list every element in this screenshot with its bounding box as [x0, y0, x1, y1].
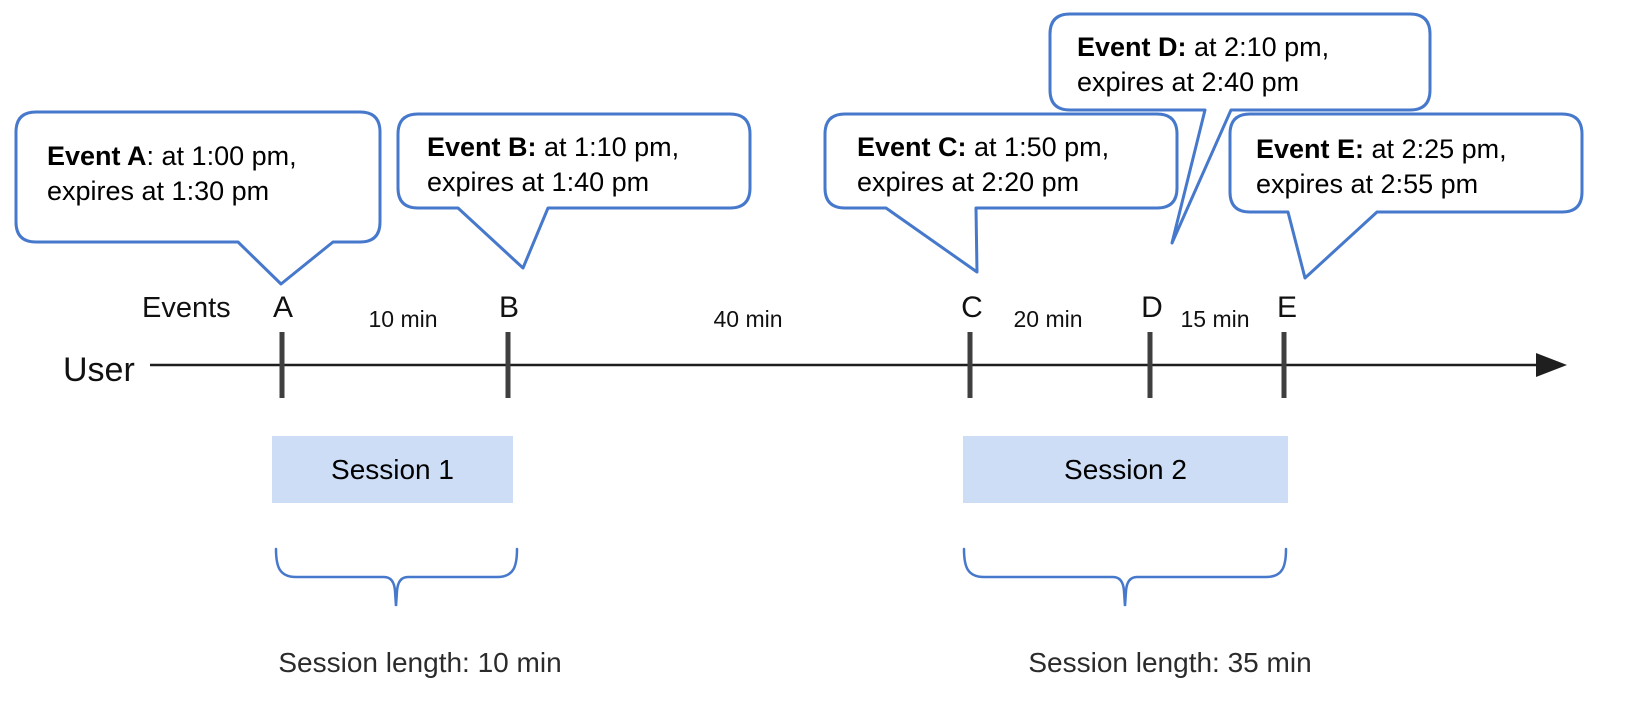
- interval-a-b: 10 min: [368, 306, 438, 332]
- event-mark-e: E: [1276, 291, 1298, 324]
- interval-d-e: 15 min: [1180, 306, 1250, 332]
- speech-bubble-d-shape: [1048, 12, 1432, 245]
- event-d-callout-text: Event D: at 2:10 pm, expires at 2:40 pm: [1077, 30, 1329, 100]
- event-d-line1: Event D: at 2:10 pm,: [1077, 30, 1329, 65]
- event-d-name: Event D:: [1077, 32, 1187, 62]
- event-c-time: at 1:50 pm,: [966, 132, 1110, 162]
- event-mark-a: A: [272, 291, 294, 324]
- session2-label: Session 2: [1064, 453, 1187, 485]
- session1-box: Session 1: [272, 436, 513, 503]
- speech-bubble-c-shape: [823, 112, 1179, 274]
- session1-brace: [274, 547, 519, 607]
- event-c-name: Event C:: [857, 132, 967, 162]
- interval-b-c: 40 min: [713, 306, 783, 332]
- event-b-line2: expires at 1:40 pm: [427, 167, 650, 197]
- event-b-time: at 1:10 pm,: [536, 132, 680, 162]
- timeline-arrowhead-icon: [1536, 353, 1567, 377]
- event-a-callout-text: Event A: at 1:00 pm, expires at 1:30 pm: [47, 139, 297, 209]
- event-b-line1: Event B: at 1:10 pm,: [427, 130, 679, 165]
- session1-label: Session 1: [331, 453, 454, 485]
- event-b-callout-text: Event B: at 1:10 pm, expires at 1:40 pm: [427, 130, 679, 200]
- interval-c-d: 20 min: [1013, 306, 1083, 332]
- speech-bubble-b-shape: [396, 112, 752, 270]
- event-e-line2: expires at 2:55 pm: [1256, 169, 1479, 199]
- event-d-line2: expires at 2:40 pm: [1077, 67, 1300, 97]
- session2-brace: [962, 547, 1288, 607]
- event-e-line1: Event E: at 2:25 pm,: [1256, 132, 1507, 167]
- event-e-callout-text: Event E: at 2:25 pm, expires at 2:55 pm: [1256, 132, 1507, 202]
- event-mark-d: D: [1141, 291, 1163, 324]
- session2-box: Session 2: [963, 436, 1288, 503]
- event-a-line1: Event A: at 1:00 pm,: [47, 139, 297, 174]
- event-c-callout-text: Event C: at 1:50 pm, expires at 2:20 pm: [857, 130, 1109, 200]
- session2-length-caption: Session length: 35 min: [1028, 647, 1312, 678]
- events-row-label: Events: [142, 292, 231, 324]
- event-c-line2: expires at 2:20 pm: [857, 167, 1080, 197]
- event-a-name: Event A: [47, 141, 147, 171]
- speech-bubble-e-shape: [1228, 112, 1584, 280]
- event-e-name: Event E:: [1256, 134, 1365, 164]
- speech-bubble-a-shape: [14, 110, 382, 286]
- event-e-time: at 2:25 pm,: [1364, 134, 1507, 164]
- event-a-time: : at 1:00 pm,: [146, 141, 297, 171]
- user-axis-label: User: [63, 351, 135, 389]
- event-b-name: Event B:: [427, 132, 537, 162]
- event-mark-c: C: [961, 291, 983, 324]
- event-a-line2: expires at 1:30 pm: [47, 176, 270, 206]
- session1-length-caption: Session length: 10 min: [278, 647, 562, 678]
- event-c-line1: Event C: at 1:50 pm,: [857, 130, 1109, 165]
- event-d-time: at 2:10 pm,: [1186, 32, 1330, 62]
- event-mark-b: B: [498, 291, 520, 324]
